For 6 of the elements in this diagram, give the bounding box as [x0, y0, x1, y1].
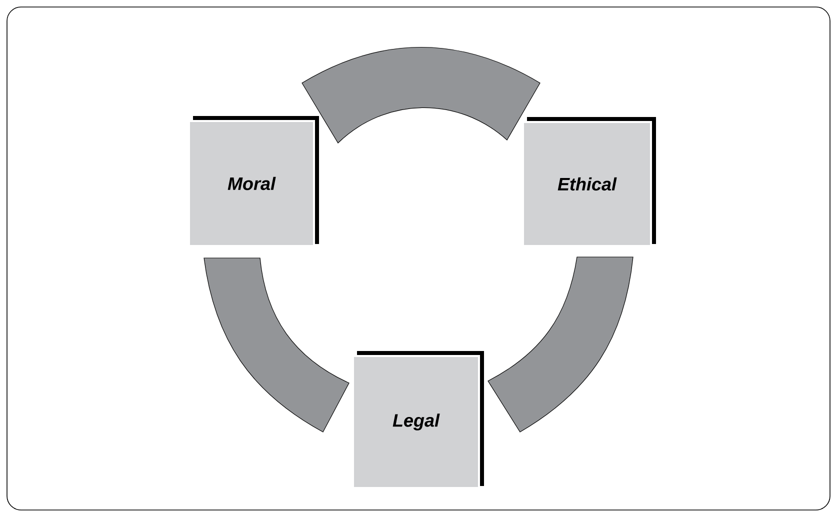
concept-box: Legal	[354, 351, 484, 487]
concept-box: Moral	[190, 116, 319, 245]
arc-band	[204, 258, 350, 432]
arc-band	[302, 46, 540, 144]
concept-box: Ethical	[524, 117, 656, 245]
arc-band	[488, 256, 634, 432]
